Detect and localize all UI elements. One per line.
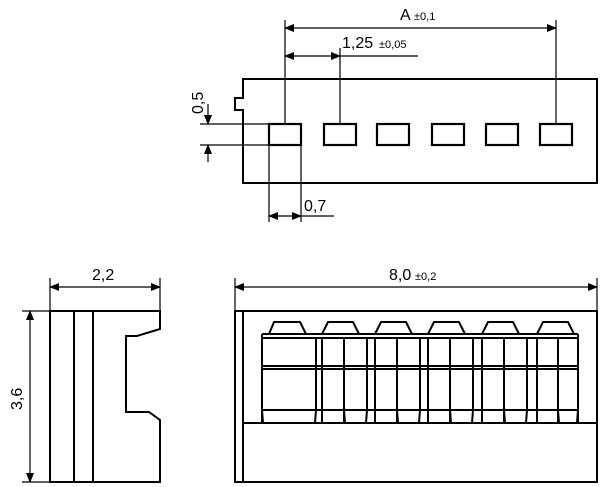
side-view-outline <box>49 310 161 483</box>
dimension-length-value: 8,0 <box>389 267 411 284</box>
dimension-a-value: A <box>400 7 411 24</box>
dimension-pin-width: 0,7 <box>268 145 334 222</box>
dimension-pitch-tolerance: ±0,05 <box>379 39 406 51</box>
pin-hole-4 <box>430 122 466 147</box>
dimension-a: A ±0,1 <box>284 7 557 124</box>
pin-hole-1 <box>267 122 303 147</box>
front-view-outline <box>234 310 598 483</box>
dimension-pin-height: 0,5 <box>190 92 269 162</box>
dimension-pitch-value: 1,25 <box>342 35 373 52</box>
dimension-a-tolerance: ±0,1 <box>414 11 435 23</box>
dimension-pin-width-value: 0,7 <box>304 198 326 215</box>
pin-hole-6 <box>538 122 574 147</box>
dimension-depth-value: 2,2 <box>92 267 114 284</box>
pin-hole-3 <box>375 122 411 147</box>
dimension-pitch: 1,25 ±0,05 <box>284 35 418 124</box>
pin-hole-5 <box>484 122 520 147</box>
dimension-length-tolerance: ±0,2 <box>415 271 436 283</box>
front-view: 8,0 ±0,2 <box>234 267 598 483</box>
top-view-outline <box>234 78 598 184</box>
dimension-height-value: 3,6 <box>9 388 26 410</box>
dimension-length: 8,0 ±0,2 <box>234 267 598 311</box>
side-view: 2,2 3,6 <box>9 267 161 483</box>
dimension-pin-height-value: 0,5 <box>190 92 207 114</box>
dimension-height: 3,6 <box>9 310 50 483</box>
top-view: A ±0,1 1,25 ±0,05 0,5 0,7 <box>190 7 598 222</box>
dimension-depth: 2,2 <box>49 267 161 311</box>
pin-hole-2 <box>322 122 358 147</box>
